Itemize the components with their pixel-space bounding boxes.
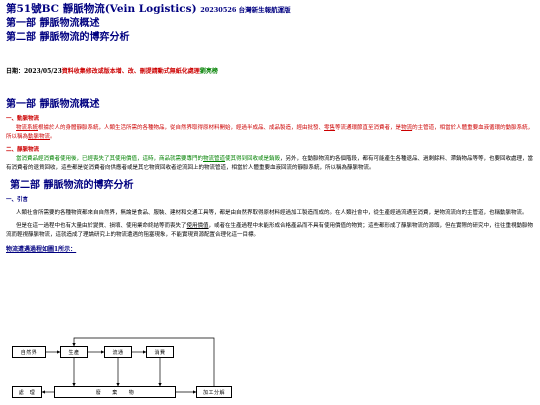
link-logistics-channel[interactable]: 物流管道: [203, 156, 226, 162]
table-of-contents: 第一部 靜脈物流概述 第二部 靜脈物流的博弈分析: [6, 17, 534, 45]
link-logistics[interactable]: 物流: [401, 125, 413, 131]
link-use-value[interactable]: 使用價值: [186, 223, 209, 229]
document-title: 第51號BC 靜脈物流(Vein Logistics) 20230526 台灣新…: [6, 2, 534, 17]
part2-heading: 第二部 靜脈物流的博弈分析: [10, 180, 134, 191]
part2-para2: 但是在這一過程中也有大量由於變質、損壞、使用業命終結等而喪失了使用價值，或者在生…: [6, 223, 534, 238]
toc-link-part2[interactable]: 第二部 靜脈物流的博弈分析: [6, 32, 130, 43]
revision-note: 資料收集修改或版本增、改、刪提請動式無紙化處理: [61, 68, 200, 75]
link-logistics-system[interactable]: 物流系統: [16, 125, 39, 131]
part2-para1: 人類社會所需要的各種物資都來自自然界，無論是食品、服裝、建材和交通工具等，都是由…: [16, 210, 528, 216]
box-disposal: 處 理: [12, 386, 42, 398]
box-nature: 自然界: [12, 346, 46, 358]
part1-sub2-heading: 二、靜脈物流: [6, 147, 40, 153]
part1-para2: 當消費品經消費者使用後，已經喪失了其使用價值，這時，商品就需要專門的物流管道使其…: [6, 156, 534, 171]
toc-link-part1[interactable]: 第一部 靜脈物流概述: [6, 18, 100, 29]
part1-heading: 第一部 靜脈物流概述: [6, 99, 100, 110]
link-retail[interactable]: 零售: [324, 125, 336, 131]
part1-sub1-heading: 一、動脈物流: [6, 116, 40, 122]
box-production: 生產: [60, 346, 88, 358]
diagram-caption: 物流遭遇過程如圖1所示：: [6, 246, 77, 253]
logistics-flow-diagram: 自然界 生產 流通 消費 處 理 廢 棄 物 加工分解: [8, 334, 238, 402]
box-circulation: 流通: [104, 346, 132, 358]
title-date: 20230526 台灣新生報航運版: [200, 6, 291, 14]
title-main: 第51號BC 靜脈物流(Vein Logistics): [6, 3, 197, 15]
author-name: 劉亮榜: [199, 68, 218, 75]
box-processing: 加工分解: [196, 386, 232, 398]
dateline: 日期：2023/05/23資料收集修改或版本增、改、刪提請動式無紙化處理劉亮榜: [6, 67, 534, 77]
box-consumption: 消費: [146, 346, 174, 358]
box-waste: 廢 棄 物: [54, 386, 176, 398]
diagram-connectors: [41, 337, 215, 394]
arrow-recycle-loop: [72, 337, 215, 386]
date-text: 日期：2023/05/23: [6, 68, 62, 75]
link-artery-logistics[interactable]: 動脈物流: [28, 134, 51, 140]
part2-sub1-heading: 一、引言: [6, 197, 29, 203]
part1-para1: 物流系統根據於人的身體靜脈系統，人類生活所需的各種物品，從自然界取得原材料開始，…: [6, 125, 534, 140]
